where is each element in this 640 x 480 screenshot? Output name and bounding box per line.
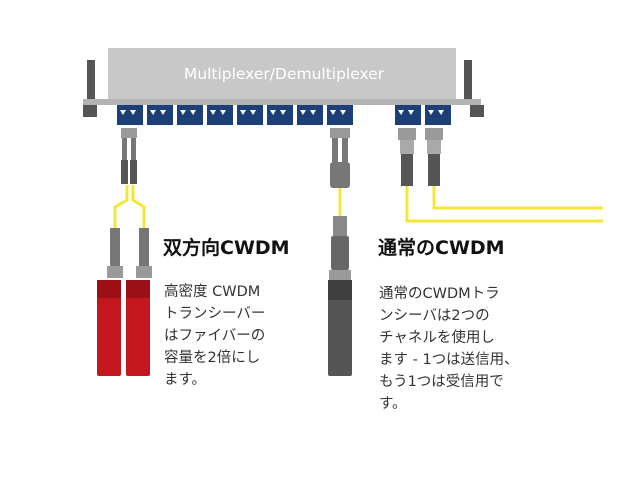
lc-connector-trunk-left — [398, 128, 416, 186]
description-line: もう1つは受信用で — [379, 373, 504, 390]
chassis-base-rail — [83, 99, 481, 105]
lc-connectors — [121, 128, 443, 188]
lc-connector-bidi — [121, 128, 137, 184]
chassis-right-ear — [464, 60, 472, 100]
port-row — [117, 105, 451, 125]
mux-port — [395, 105, 421, 125]
description-line: ます。 — [164, 371, 206, 388]
chassis-left-ear — [87, 60, 95, 100]
mux-port — [237, 105, 263, 125]
lc-connector-trunk-right — [425, 128, 443, 186]
lc-connector-standard — [330, 128, 350, 188]
description-line: ンシーバは2つの — [379, 308, 490, 324]
bidi-transceiver-left — [97, 228, 123, 376]
description-line: はファイバーの — [164, 328, 265, 344]
mux-port — [267, 105, 293, 125]
standard-section-title: 通常のCWDM — [378, 236, 505, 259]
mux-port — [425, 105, 451, 125]
description-line: ます - 1つは送信用、 — [379, 351, 519, 368]
description-line: 容量を2倍にし — [164, 349, 260, 366]
fiber-cables — [113, 185, 603, 228]
description-line: 通常のCWDMトラ — [379, 285, 500, 302]
mux-port — [177, 105, 203, 125]
fiber-trunk-upper — [405, 185, 603, 223]
chassis-label: Multiplexer/Demultiplexer — [184, 65, 385, 83]
bidi-section-title: 双方向CWDM — [163, 236, 290, 259]
description-line: 高密度 CWDM — [164, 283, 260, 300]
mux-demux-chassis: Multiplexer/Demultiplexer — [83, 48, 484, 117]
description-line: チャネルを使用し — [379, 329, 495, 346]
mux-port — [117, 105, 143, 125]
fiber-bidi-left — [113, 185, 129, 228]
bidi-transceiver-right — [126, 228, 152, 376]
description-line: トランシーバー — [164, 306, 265, 322]
chassis-left-foot — [83, 105, 97, 117]
chassis-body — [108, 48, 456, 100]
chassis-right-foot — [470, 105, 484, 117]
mux-port — [327, 105, 353, 125]
description-line: す。 — [379, 395, 407, 412]
mux-port — [207, 105, 233, 125]
fiber-trunk-lower — [432, 185, 603, 210]
standard-transceiver — [328, 216, 352, 376]
fiber-bidi-right — [131, 185, 146, 228]
mux-port — [147, 105, 173, 125]
mux-port — [297, 105, 323, 125]
